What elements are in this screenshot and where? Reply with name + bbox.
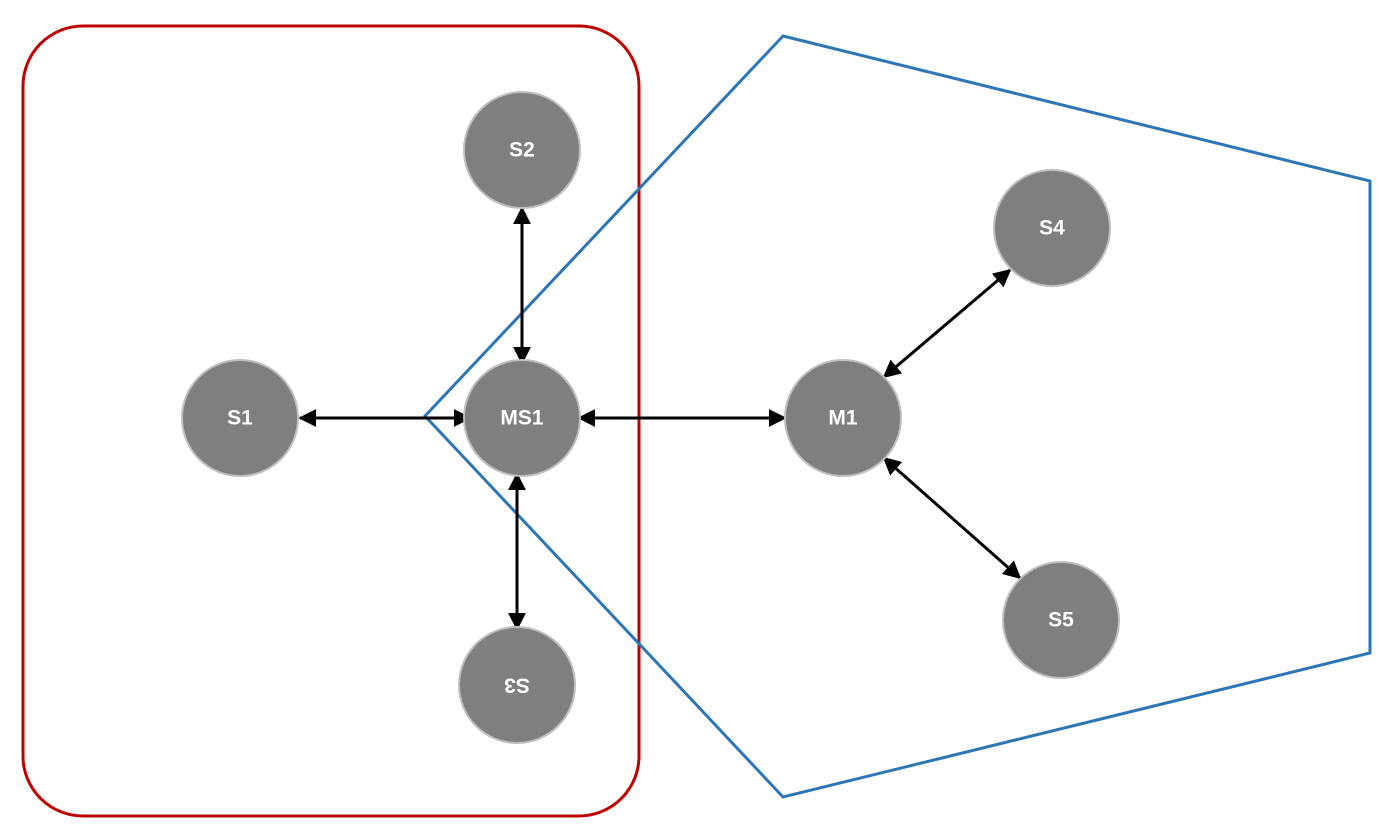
node-s4: S4 (993, 169, 1111, 287)
edge-m1-s5 (882, 456, 1022, 580)
node-circle (463, 91, 581, 209)
node-ms1: MS1 (463, 359, 581, 477)
node-s1: S1 (181, 359, 299, 477)
node-label-s3: S3 (504, 674, 530, 697)
node-circle (463, 359, 581, 477)
node-circle (993, 169, 1111, 287)
edges (298, 206, 1022, 631)
node-label-m1: M1 (828, 407, 857, 430)
node-s5: S5 (1002, 561, 1120, 679)
node-circle (784, 359, 902, 477)
node-circle (458, 626, 576, 744)
edge-m1-s4 (882, 268, 1012, 379)
node-label-s5: S5 (1048, 609, 1074, 632)
node-m1: M1 (784, 359, 902, 477)
node-label-s4: S4 (1039, 217, 1065, 240)
group-pentagon (422, 34, 1372, 799)
node-label-s1: S1 (227, 407, 253, 430)
node-label-s2: S2 (509, 139, 535, 162)
node-s2: S2 (463, 91, 581, 209)
node-s3: S3 (458, 626, 576, 744)
node-label-ms1: MS1 (500, 407, 544, 430)
node-circle (1002, 561, 1120, 679)
node-circle (181, 359, 299, 477)
